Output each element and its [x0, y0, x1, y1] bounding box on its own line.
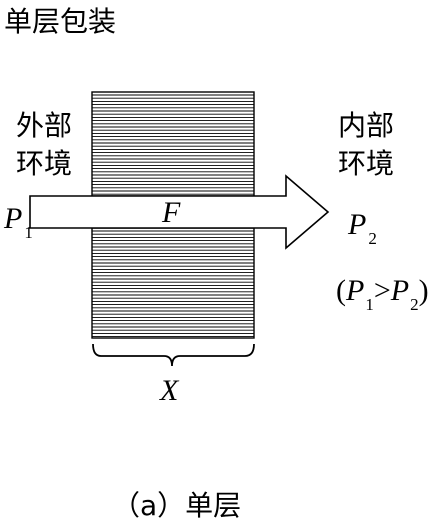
diagram-title: 单层包装: [4, 5, 117, 38]
pressure-relation: (P1>P2): [336, 274, 429, 314]
thickness-brace: [92, 343, 255, 367]
inside-environment-label-line2: 环境: [338, 147, 395, 180]
thickness-label: X: [159, 374, 180, 407]
figure-caption: （a）单层: [112, 489, 242, 522]
layer-outline: [91, 91, 255, 197]
layer-outline: [91, 227, 255, 339]
outside-environment-label-line2: 环境: [16, 147, 73, 180]
outside-environment-label-line1: 外部: [16, 109, 73, 142]
permeation-arrow: [29, 174, 330, 250]
packaging-layer-top: [91, 91, 255, 197]
inside-environment-label-line1: 内部: [338, 109, 395, 142]
packaging-layer-bottom: [91, 227, 255, 339]
flux-label: F: [161, 196, 181, 229]
